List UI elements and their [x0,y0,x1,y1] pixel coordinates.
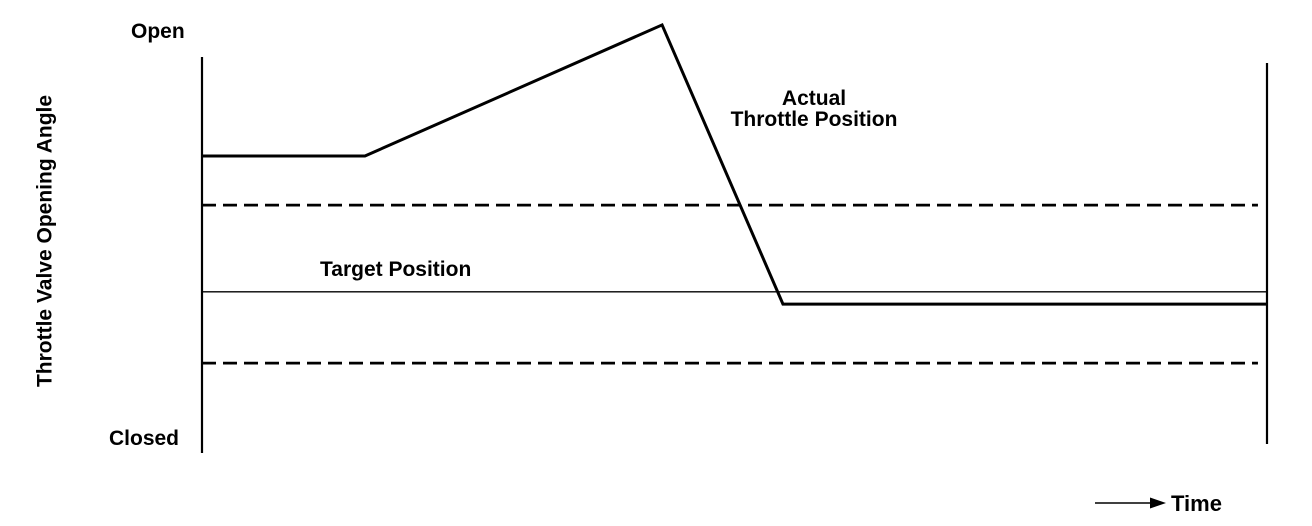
time-arrowhead-icon [1150,497,1166,509]
actual-throttle-line [202,22,1267,306]
x-axis-label: Time [1171,491,1222,516]
actual-position-label-line1: Actual [781,87,847,110]
actual-position-label: Actual Throttle Position [731,88,898,130]
y-axis-label: Throttle Valve Opening Angle [33,94,57,388]
actual-position-label-line2: Throttle Position [730,108,898,131]
y-tick-open: Open [131,20,185,43]
y-tick-closed: Closed [109,427,180,450]
target-position-label: Target Position [320,258,472,281]
